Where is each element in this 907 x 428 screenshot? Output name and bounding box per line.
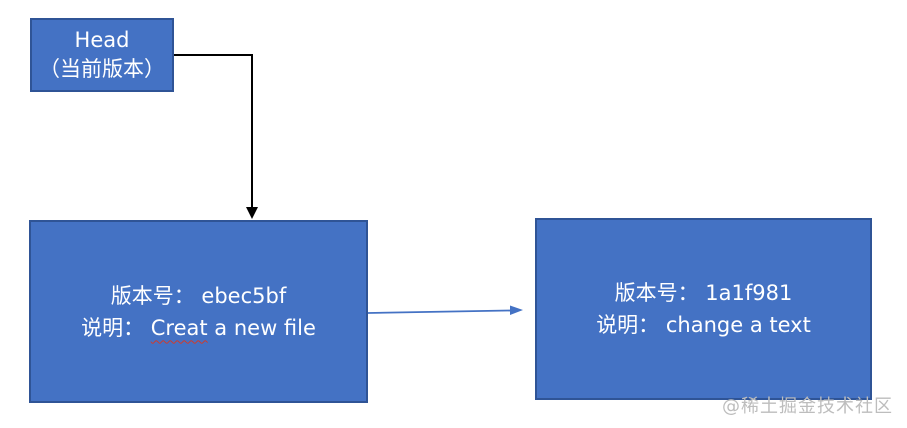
head-label: Head	[74, 28, 130, 52]
node-commit-1a1f981: 版本号： 1a1f981 说明： change a text	[535, 218, 872, 400]
head-sublabel: （当前版本）	[39, 57, 165, 81]
node-commit-ebec5bf: 版本号： ebec5bf 说明： Creat a new file	[29, 220, 368, 403]
commit1-desc-prefix: 说明：	[81, 315, 151, 340]
commit1-to-commit2-arrow	[367, 305, 523, 315]
commit1-desc-misspelled-word: Creat	[150, 315, 208, 340]
watermark-text: @稀土掘金技术社区	[722, 396, 893, 417]
commit1-desc-line: 说明： Creat a new file	[81, 312, 316, 344]
commit2-version-line: 版本号： 1a1f981	[614, 281, 793, 305]
head-to-commit1-arrow	[174, 54, 258, 219]
commit1-version-line: 版本号： ebec5bf	[110, 283, 287, 308]
commit1-desc-suffix: a new file	[207, 315, 316, 340]
node-head: Head （当前版本）	[30, 18, 174, 92]
commit2-desc-line: 说明： change a text	[596, 313, 811, 337]
